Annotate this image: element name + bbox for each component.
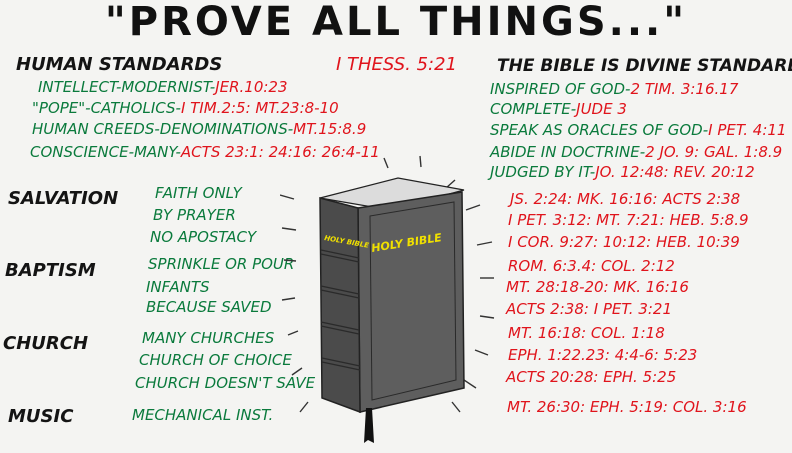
- scripture-ref: I COR. 9:27: 10:12: HEB. 10:39: [508, 233, 740, 251]
- human-standard-label: HUMAN CREEDS-DENOMINATIONS-: [32, 120, 294, 138]
- center-scripture-ref: I THESS. 5:21: [336, 54, 458, 75]
- human-practice-item: INFANTS: [146, 278, 210, 296]
- holy-bible-illustration: HOLY BIBLE HOLY BIBLE: [280, 155, 495, 443]
- bible-standard-item: JUDGED BY IT-JO. 12:48: REV. 20:12: [490, 165, 755, 180]
- page-title: "PROVE ALL THINGS...": [104, 0, 688, 45]
- bible-standard-label: INSPIRED OF GOD-: [490, 80, 631, 98]
- scripture-ref: ACTS 20:28: EPH. 5:25: [506, 368, 677, 386]
- scripture-ref: 2 JO. 9: GAL. 1:8.9: [645, 143, 783, 161]
- human-practice-item: FAITH ONLY: [155, 184, 242, 202]
- scripture-ref: JO. 12:48: REV. 20:12: [595, 163, 755, 181]
- category-church: CHURCH: [3, 333, 89, 354]
- human-practice-item: BECAUSE SAVED: [146, 298, 272, 316]
- scripture-ref: MT. 16:18: COL. 1:18: [508, 324, 665, 342]
- category-salvation: SALVATION: [8, 188, 119, 209]
- category-music: MUSIC: [8, 406, 74, 427]
- scripture-ref: JUDE 3: [576, 100, 627, 118]
- human-practice-item: MANY CHURCHES: [142, 329, 275, 347]
- scripture-ref: 2 TIM. 3:16.17: [630, 80, 739, 98]
- bible-standard-item: COMPLETE-JUDE 3: [490, 102, 627, 117]
- scripture-ref: MT. 26:30: EPH. 5:19: COL. 3:16: [507, 398, 747, 416]
- human-standard-label: "POPE"-CATHOLICS-: [32, 99, 181, 117]
- human-practice-item: BY PRAYER: [153, 206, 236, 224]
- scripture-ref: EPH. 1:22.23: 4:4-6: 5:23: [508, 346, 698, 364]
- human-standard-label: CONSCIENCE-MANY-: [30, 143, 181, 161]
- bible-standard-label: SPEAK AS ORACLES OF GOD-: [490, 121, 709, 139]
- human-practice-item: MECHANICAL INST.: [132, 406, 274, 424]
- bible-standard-item: SPEAK AS ORACLES OF GOD-I PET. 4:11: [490, 123, 786, 138]
- human-practice-item: CHURCH DOESN'T SAVE: [135, 374, 316, 392]
- scripture-ref: MT.15:8.9: [293, 120, 367, 138]
- scripture-ref: MT. 28:18-20: MK. 16:16: [506, 278, 689, 296]
- bible-standard-item: ABIDE IN DOCTRINE-2 JO. 9: GAL. 1:8.9: [490, 145, 782, 160]
- bible-standard-header: THE BIBLE IS DIVINE STANDARD: [497, 56, 792, 76]
- scripture-ref: ACTS 23:1: 24:16: 26:4-11: [180, 143, 380, 161]
- category-baptism: BAPTISM: [5, 260, 96, 281]
- human-standard-label: INTELLECT-MODERNIST-: [38, 78, 216, 96]
- human-practice-item: NO APOSTACY: [150, 228, 257, 246]
- bible-standard-item: INSPIRED OF GOD-2 TIM. 3:16.17: [490, 82, 738, 97]
- scripture-ref: JER.10:23: [215, 78, 288, 96]
- glow-rays: [280, 155, 495, 413]
- scripture-ref: I TIM.2:5: MT.23:8-10: [180, 99, 339, 117]
- bookmark-ribbon: [364, 408, 374, 443]
- human-practice-item: CHURCH OF CHOICE: [139, 351, 292, 369]
- human-standard-item: HUMAN CREEDS-DENOMINATIONS-MT.15:8.9: [32, 122, 366, 137]
- scripture-ref: I PET. 4:11: [708, 121, 787, 139]
- scripture-ref: ACTS 2:38: I PET. 3:21: [506, 300, 673, 318]
- bible-standard-label: JUDGED BY IT-: [490, 163, 596, 181]
- human-standard-item: INTELLECT-MODERNIST-JER.10:23: [38, 80, 288, 95]
- human-standard-item: CONSCIENCE-MANY-ACTS 23:1: 24:16: 26:4-1…: [30, 145, 380, 160]
- human-standard-item: "POPE"-CATHOLICS-I TIM.2:5: MT.23:8-10: [32, 101, 339, 116]
- scripture-ref: I PET. 3:12: MT. 7:21: HEB. 5:8.9: [508, 211, 749, 229]
- bible-standard-label: COMPLETE-: [490, 100, 577, 118]
- bible-standard-label: ABIDE IN DOCTRINE-: [490, 143, 646, 161]
- human-practice-item: SPRINKLE OR POUR: [148, 255, 295, 273]
- human-standards-header: HUMAN STANDARDS: [16, 54, 223, 75]
- scripture-ref: JS. 2:24: MK. 16:16: ACTS 2:38: [510, 190, 741, 208]
- scripture-ref: ROM. 6:3.4: COL. 2:12: [508, 257, 675, 275]
